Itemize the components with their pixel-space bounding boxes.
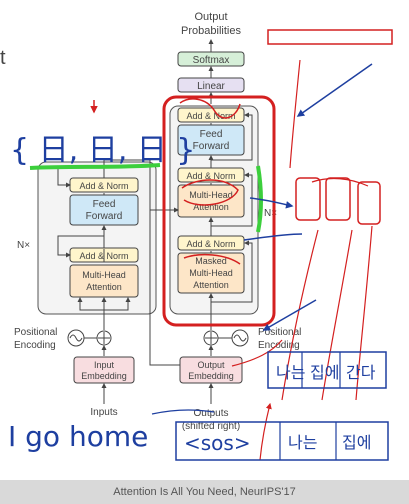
blue-line-masked — [243, 233, 303, 241]
encoder-mha-line1: Multi-Head — [82, 270, 126, 280]
decoder-ff-line1: Feed — [200, 129, 223, 140]
decoder-output-token-box — [267, 351, 387, 389]
decoder-add-norm-2-label: Add & Norm — [186, 171, 235, 181]
encoder-nx: N× — [17, 240, 30, 251]
decoder-input-token-box — [175, 421, 389, 461]
output-probabilities-line1: Output — [194, 11, 227, 23]
red-scribble-top — [179, 98, 241, 119]
inputs-label: Inputs — [90, 407, 117, 418]
blue-arrow-low — [262, 299, 317, 331]
brace-set-annotation: { 日, 日, 日 } — [10, 133, 195, 168]
blue-underline — [151, 409, 215, 415]
output-embedding-line2: Embedding — [188, 371, 234, 381]
decoder-positional-line2: Encoding — [258, 340, 300, 351]
outputs-line2: (shifted right) — [182, 421, 240, 432]
decoder-nx: N× — [264, 208, 277, 219]
encoder-ff-line1: Feed — [93, 199, 116, 210]
decoder-highlight-outline — [162, 95, 276, 327]
decoder-masked-line1: Masked — [195, 256, 227, 266]
fragment-letter: t — [0, 47, 6, 69]
input-embedding-line1: Input — [94, 360, 115, 370]
red-curve-3 — [321, 229, 353, 401]
red-box-2 — [325, 177, 351, 221]
decoder-masked-line2: Multi-Head — [189, 268, 233, 278]
encoder-green-stroke — [29, 163, 161, 170]
encoder-mha-line2: Attention — [86, 282, 122, 292]
decoder-masked-line3: Attention — [193, 280, 229, 290]
red-curve-1 — [289, 59, 301, 169]
red-scribble-middle — [181, 179, 239, 206]
outputs-line1: Outputs — [193, 408, 228, 419]
red-box-top — [267, 29, 393, 45]
red-curve-6 — [231, 339, 283, 367]
decoder-mha-line1: Multi-Head — [189, 190, 233, 200]
softmax-label: Softmax — [193, 55, 230, 66]
red-curve-4 — [355, 225, 373, 401]
output-probabilities-line2: Probabilities — [181, 25, 241, 37]
decoder-top-token-1: 나는 — [276, 363, 305, 382]
encoder-ff-line2: Forward — [86, 211, 123, 222]
decoder-input-token-1: <sos> — [184, 431, 251, 455]
encoder-positional-line2: Encoding — [14, 340, 56, 351]
decoder-top-token-3: 간다 — [346, 363, 376, 382]
red-curve-7 — [259, 402, 272, 461]
blue-arrow-mid — [249, 197, 294, 209]
input-embedding-line2: Embedding — [81, 371, 127, 381]
encoder-positional-line1: Positional — [14, 327, 57, 338]
red-box-3 — [357, 181, 381, 225]
diagram-canvas: t Output Probabilities Softmax Linear N×… — [0, 11, 393, 461]
decoder-add-norm-1-label: Add & Norm — [186, 111, 235, 121]
encoder-add-norm-top-label: Add & Norm — [79, 181, 128, 191]
decoder-add-norm-3-label: Add & Norm — [186, 239, 235, 249]
decoder-green-stroke — [256, 165, 263, 233]
paper-citation-caption: Attention Is All You Need, NeurIPS'17 — [0, 480, 409, 504]
decoder-mha-line2: Attention — [193, 202, 229, 212]
linear-label: Linear — [197, 81, 225, 92]
output-embedding-line1: Output — [197, 360, 225, 370]
red-curve-2 — [281, 229, 319, 401]
encoder-input-annotation: I go home — [8, 420, 148, 453]
decoder-input-token-2: 나는 — [288, 433, 317, 452]
decoder-top-token-2: 집에 — [310, 363, 339, 382]
decoder-positional-line1: Positional — [258, 327, 301, 338]
red-box-1 — [295, 177, 321, 221]
decoder-ff-line2: Forward — [193, 141, 230, 152]
blue-arrow-top — [296, 63, 373, 117]
decoder-input-token-3: 집에 — [342, 433, 371, 452]
red-scribble-masked — [183, 253, 241, 265]
